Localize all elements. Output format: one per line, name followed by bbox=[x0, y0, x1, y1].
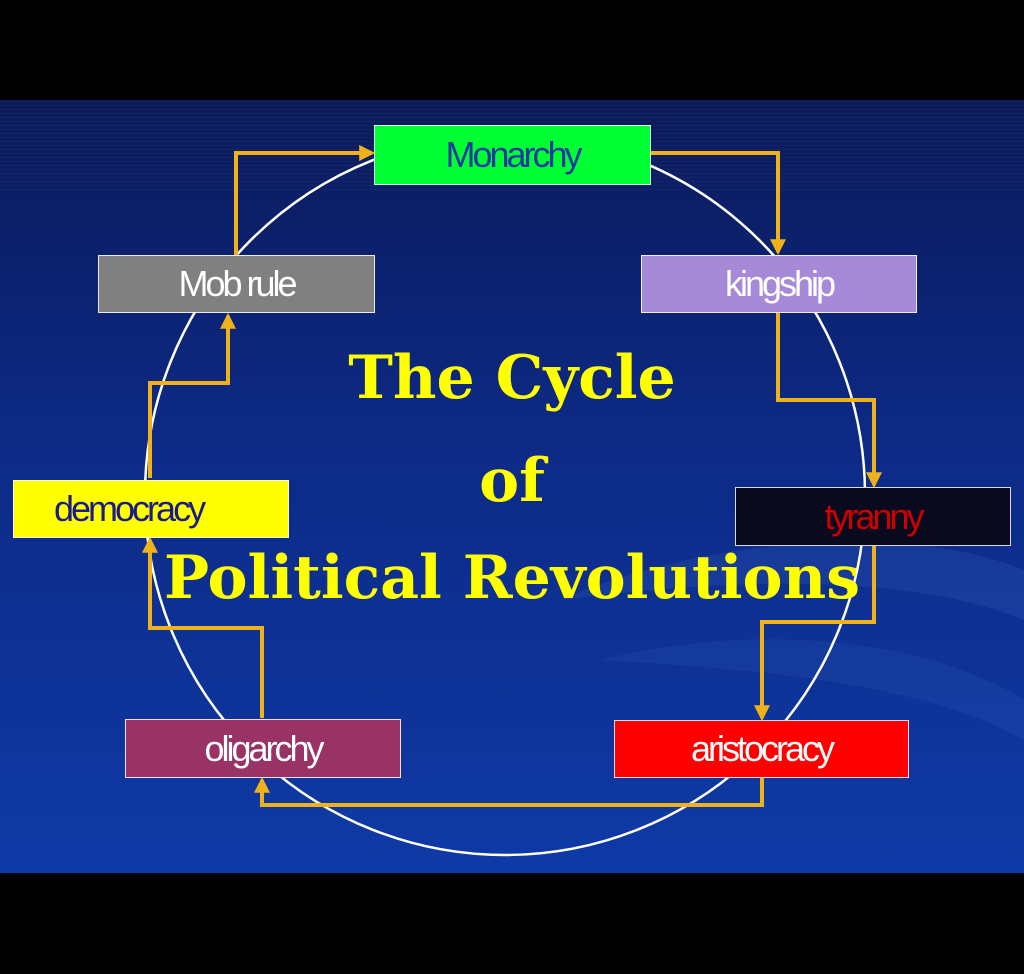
node-label: tyranny bbox=[824, 495, 924, 537]
title-line-3: Political Revolutions bbox=[164, 543, 860, 613]
node-label: Mob rule bbox=[178, 263, 297, 304]
node-label: oligarchy bbox=[204, 727, 324, 769]
node-label: Monarchy bbox=[445, 134, 582, 175]
node-democracy: democracy bbox=[13, 480, 289, 538]
node-mob-rule: Mob rule bbox=[98, 255, 375, 313]
arrow-monarchy-to-kingship bbox=[650, 151, 786, 256]
arrow-oligarchy-to-democracy bbox=[142, 536, 264, 718]
arrow-kingship-to-tyranny bbox=[776, 312, 882, 489]
node-kingship: kingship bbox=[641, 255, 917, 313]
arrow-democracy-to-mob-rule bbox=[148, 312, 236, 478]
node-monarchy: Monarchy bbox=[374, 125, 651, 185]
node-label: kingship bbox=[724, 263, 836, 304]
background-swoosh bbox=[560, 541, 1024, 740]
arrow-aristocracy-to-oligarchy bbox=[254, 776, 764, 807]
node-oligarchy: oligarchy bbox=[125, 719, 401, 778]
node-aristocracy: aristocracy bbox=[614, 720, 909, 778]
node-label: democracy bbox=[54, 488, 206, 529]
title-line-2: of bbox=[479, 446, 545, 516]
node-tyranny: tyranny bbox=[735, 487, 1011, 546]
arrow-tyranny-to-aristocracy bbox=[754, 546, 876, 722]
arrow-mob-rule-to-monarchy bbox=[234, 145, 376, 255]
node-label: aristocracy bbox=[690, 728, 835, 769]
title-line-1: The Cycle bbox=[348, 343, 676, 413]
